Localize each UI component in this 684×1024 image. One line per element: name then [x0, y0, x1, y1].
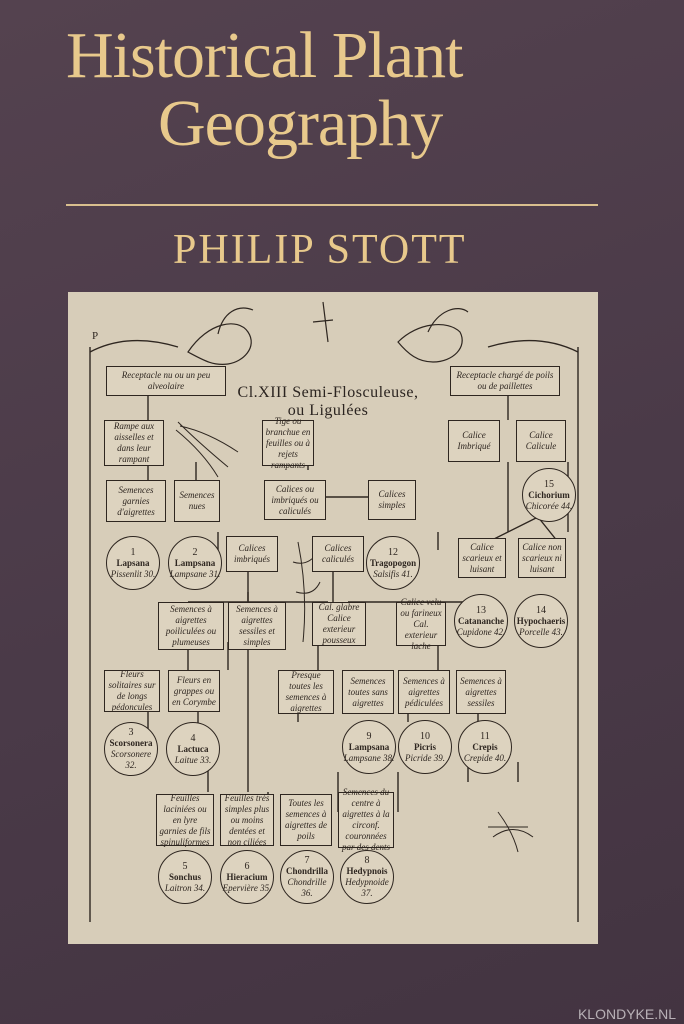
- genus-latin: Crepis: [472, 741, 498, 752]
- genus-latin: Catananche: [457, 615, 504, 626]
- genus-latin: Scorsonera: [109, 738, 153, 748]
- genus-french: Hedypnoide 37.: [345, 877, 389, 898]
- botanical-plate-illustration: Cl.XIII Semi-Flosculeuse, ou Ligulées Re…: [68, 292, 598, 944]
- box-aigrettes-plumeuses: Semences à aigrettes poiliculées ou plum…: [158, 602, 224, 650]
- genus-french: Lampsane 31.: [169, 568, 221, 579]
- plate-corner-mark: P: [92, 330, 99, 342]
- genus-number: 10: [420, 730, 430, 742]
- box-receptacle-nu: Receptacle nu ou un peu alveolaire: [106, 366, 226, 396]
- genus-number: 12: [388, 546, 398, 558]
- box-fleurs-grappes: Fleurs en grappes ou en Corymbe: [168, 670, 220, 712]
- box-toutes-semences: Toutes les semences à aigrettes de poils: [280, 794, 332, 846]
- genus-number: 14: [536, 604, 546, 616]
- genus-circle-8: 8 Hedypnois Hedypnoide 37.: [340, 850, 394, 904]
- box-calices-imbriques: Calices imbriqués: [226, 536, 278, 572]
- genus-number: 3: [128, 727, 134, 738]
- genus-circle-1: 1 Lapsana Pissenlit 30.: [106, 536, 160, 590]
- genus-number: 9: [366, 730, 372, 742]
- genus-latin: Cichorium: [528, 489, 570, 500]
- genus-circle-2: 2 Lampsana Lampsane 31.: [168, 536, 222, 590]
- box-calice-velu: Calice velu ou farineux Cal. exterieur l…: [396, 597, 446, 651]
- genus-circle-5: 5 Sonchus Laitron 34.: [158, 850, 212, 904]
- watermark-text: KLONDYKE.NL: [577, 1006, 676, 1022]
- author-name: PHILIP STOTT: [173, 227, 467, 273]
- genus-number: 13: [476, 604, 486, 616]
- box-calice-calicule: Calice Calicule: [516, 420, 566, 462]
- genus-circle-4: 4 Lactuca Laitue 33.: [166, 722, 220, 776]
- box-calices-calicules: Calices caliculés: [312, 536, 364, 572]
- box-calices-ou-imbriques: Calices ou imbriqués ou caliculés: [264, 480, 326, 520]
- box-receptacle-charge: Receptacle chargé de poils ou de paillet…: [450, 366, 560, 396]
- box-tige: Tige ou branchue en feuilles ou à rejets…: [262, 416, 314, 470]
- genus-french: Laitron 34.: [164, 882, 206, 893]
- title-line-2: Geography: [158, 87, 443, 160]
- genus-latin: Lampsana: [174, 557, 216, 568]
- genus-french: Pissenlit 30.: [110, 568, 156, 579]
- genus-circle-9: 9 Lampsana Lampsane 38.: [342, 720, 396, 774]
- genus-number: 1: [130, 546, 136, 558]
- genus-number: 15: [544, 478, 554, 490]
- genus-latin: Hieracium: [226, 871, 268, 882]
- genus-french: Salsifis 41.: [373, 568, 413, 579]
- genus-latin: Lapsana: [116, 557, 150, 568]
- box-semences-centre: Semences du centre à aigrettes à la circ…: [338, 787, 394, 852]
- box-presque-toutes: Presque toutes les semences à aigrettes: [278, 670, 334, 714]
- genus-number: 8: [364, 855, 370, 866]
- genus-latin: Chondrilla: [285, 866, 328, 876]
- box-semences-garnies: Semences garnies d'aigrettes: [106, 480, 166, 522]
- genus-circle-12: 12 Tragopogon Salsifis 41.: [366, 536, 420, 590]
- title-divider: [66, 204, 598, 206]
- box-calice-scarieux: Calice scarieux et luisant: [458, 538, 506, 578]
- genus-latin: Sonchus: [168, 871, 202, 882]
- box-semences-nues: Semences nues: [174, 480, 220, 522]
- genus-latin: Lampsana: [348, 741, 390, 752]
- genus-number: 5: [182, 860, 188, 872]
- box-calice-imbrique: Calice Imbriqué: [448, 420, 500, 462]
- genus-french: Cupidone 42.: [456, 626, 506, 637]
- box-rampe: Rampe aux aisselles et dans leur rampant: [104, 420, 164, 466]
- box-sans-aigrettes: Semences toutes sans aigrettes: [342, 670, 394, 714]
- box-aigrettes-sessiles-2: Semences à aigrettes sessiles: [456, 670, 506, 714]
- plate-heading: Cl.XIII Semi-Flosculeuse, ou Ligulées: [237, 384, 419, 419]
- genus-french: Porcelle 43.: [519, 626, 563, 637]
- genus-latin: Lactuca: [177, 743, 209, 754]
- genus-circle-11: 11 Crepis Crepide 40.: [458, 720, 512, 774]
- box-aigrettes-pediculees: Semences à aigrettes pédiculées: [398, 670, 450, 714]
- book-title: Historical Plant Geography: [66, 22, 626, 158]
- genus-number: 7: [304, 855, 310, 866]
- genus-circle-15: 15 Cichorium Chicorée 44.: [522, 468, 576, 522]
- genus-french: Epervière 35.: [222, 882, 272, 893]
- genus-latin: Picris: [414, 741, 436, 752]
- genus-latin: Hedypnois: [346, 866, 388, 876]
- genus-circle-10: 10 Picris Picride 39.: [398, 720, 452, 774]
- box-calices-simples: Calices simples: [368, 480, 416, 520]
- box-calice-non-scarieux: Calice non scarieux ni luisant: [518, 538, 566, 578]
- title-line-1: Historical Plant: [66, 19, 463, 92]
- genus-circle-3: 3 Scorsonera Scorsonere 32.: [104, 722, 158, 776]
- genus-latin: Tragopogon: [369, 557, 417, 568]
- genus-french: Scorsonere 32.: [110, 749, 152, 770]
- genus-circle-6: 6 Hieracium Epervière 35.: [220, 850, 274, 904]
- genus-circle-14: 14 Hypochaeris Porcelle 43.: [514, 594, 568, 648]
- box-cal-glabre: Cal. glabre Calice exterieur pousseux: [312, 602, 366, 646]
- genus-french: Picride 39.: [405, 752, 445, 763]
- genus-french: Chicorée 44.: [525, 500, 573, 511]
- box-feuilles-laciniees: Feuilles laciniées ou en lyre garnies de…: [156, 793, 214, 847]
- genus-circle-13: 13 Catananche Cupidone 42.: [454, 594, 508, 648]
- box-fleurs-solitaires: Fleurs solitaires sur de longs pédoncule…: [104, 669, 160, 712]
- genus-french: Chondrille 36.: [287, 877, 327, 898]
- genus-latin: Hypochaeris: [516, 615, 566, 626]
- genus-circle-7: 7 Chondrilla Chondrille 36.: [280, 850, 334, 904]
- genus-number: 2: [192, 546, 198, 558]
- genus-french: Crepide 40.: [463, 752, 507, 763]
- box-aigrettes-sessiles: Semences à aigrettes sessiles et simples: [228, 602, 286, 650]
- genus-number: 6: [244, 860, 250, 872]
- genus-french: Laitue 33.: [174, 754, 212, 765]
- genus-number: 4: [190, 732, 196, 744]
- genus-french: Lampsane 38.: [343, 752, 395, 763]
- genus-number: 11: [480, 730, 490, 742]
- box-feuilles-simples: Feuilles très simples plus ou moins dent…: [220, 793, 274, 847]
